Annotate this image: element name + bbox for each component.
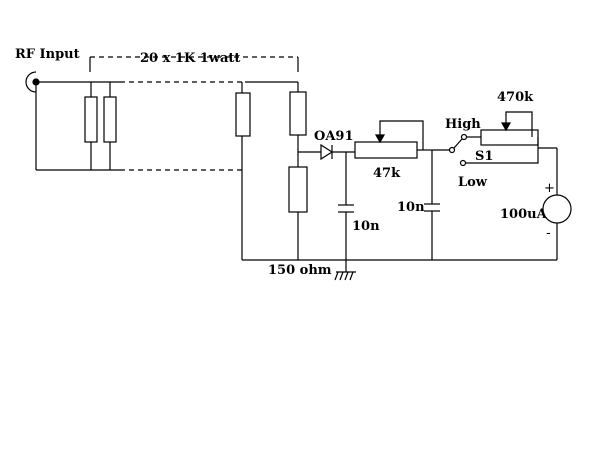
switch-s1 <box>432 133 468 167</box>
switch-high-label: High <box>445 117 481 132</box>
capacitor-1-label: 10n <box>352 219 380 234</box>
array-resistor-1 <box>84 82 98 170</box>
meter-label: 100uA <box>500 207 548 222</box>
diode-label: OA91 <box>314 129 354 144</box>
meter-minus-label: - <box>546 226 551 241</box>
switch-label: S1 <box>475 149 493 164</box>
diode-oa91 <box>320 143 334 161</box>
array-resistor-3 <box>235 82 251 260</box>
switch-low-label: Low <box>458 175 488 190</box>
ground-symbol <box>334 260 356 281</box>
rf-input-label: RF Input <box>15 47 80 62</box>
array-resistor-4 <box>289 82 307 167</box>
resistor-150-label: 150 ohm <box>268 263 332 278</box>
meter-plus-label: + <box>544 181 555 196</box>
pot-470k-label: 470k <box>497 90 534 105</box>
potentiometer-47k <box>354 120 432 159</box>
capacitor-2 <box>424 150 440 260</box>
wire-low <box>466 148 539 164</box>
resistor-array-bracket <box>89 56 299 72</box>
pot-47k-label: 47k <box>373 166 401 181</box>
resistor-150-ohm <box>288 166 308 260</box>
potentiometer-470k <box>466 111 539 148</box>
array-resistor-2 <box>103 82 117 170</box>
capacitor-2-label: 10n <box>397 200 425 215</box>
capacitor-1 <box>338 152 354 260</box>
resistor-array-label: 20 x 1K 1watt <box>140 51 240 66</box>
meter-100ua <box>542 148 572 260</box>
